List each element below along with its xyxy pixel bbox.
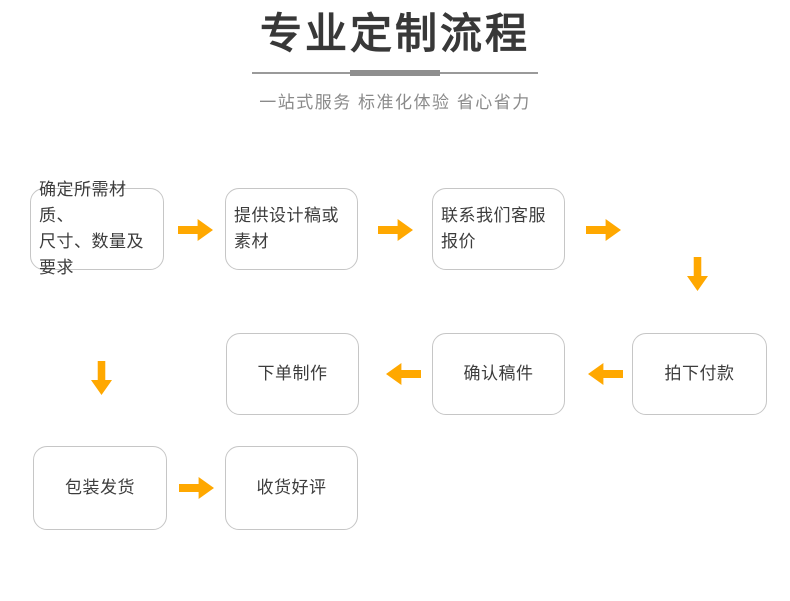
flow-step-contact-quote: 联系我们客服 报价 [432,188,565,270]
arrow-left-icon [386,363,421,385]
arrow-right-icon [586,219,621,241]
flow-step-requirements: 确定所需材质、 尺寸、数量及 要求 [30,180,164,277]
title-divider [252,69,538,77]
flow-step-confirm-draft: 确认稿件 [432,333,565,415]
arrow-down-icon [91,361,112,395]
divider-center-block [350,70,440,76]
arrow-left-icon [588,363,623,385]
arrow-right-icon [179,477,214,499]
page-title: 专业定制流程 [259,10,530,57]
arrow-down-icon [687,257,708,291]
page-subtitle: 一站式服务 标准化体验 省心省力 [259,93,531,112]
flow-step-place-production: 下单制作 [226,333,359,415]
divider-line-left [252,72,350,74]
flow-step-pack-ship: 包装发货 [33,446,167,530]
arrow-right-icon [178,219,213,241]
flow-step-pay-order: 拍下付款 [632,333,767,415]
arrow-right-icon [378,219,413,241]
flow-step-receive-review: 收货好评 [225,446,358,530]
divider-line-right [440,72,538,74]
flow-step-design-material: 提供设计稿或 素材 [225,188,358,270]
